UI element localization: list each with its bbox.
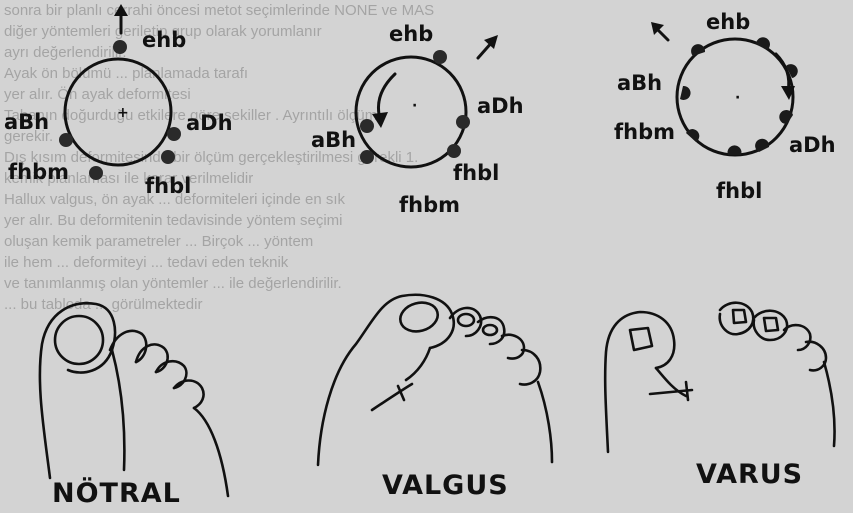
neutral-lateral-edge — [194, 408, 228, 496]
neutral-toenail — [55, 316, 103, 364]
neutral-adh-dot — [167, 127, 181, 141]
varus-ehb-dot — [756, 37, 770, 50]
varus-toe-5 — [806, 342, 826, 371]
valgus-toe-4 — [502, 335, 524, 359]
caption-neutral: NÖTRAL — [52, 476, 181, 509]
valgus-fhbm-dot — [360, 150, 374, 164]
varus-fhbl-dot-2 — [755, 139, 769, 152]
neutral-metatarsal-line — [112, 350, 124, 470]
varus-toenail — [630, 328, 652, 350]
neutral-cross-section: + ehb aBh aDh fhbm fhbl — [4, 4, 233, 198]
caption-valgus: VALGUS — [382, 470, 509, 501]
valgus-abh-dot — [360, 119, 374, 133]
varus-label-adh: aDh — [789, 133, 836, 157]
varus-label-abh: aBh — [617, 71, 662, 95]
neutral-abh-dot — [59, 133, 73, 147]
varus-toe-3 — [754, 311, 787, 340]
valgus-joint-marker — [372, 384, 412, 410]
valgus-label-adh: aDh — [477, 94, 524, 118]
varus-foot-outline — [605, 303, 834, 452]
neutral-big-toe — [40, 303, 115, 478]
neutral-label-abh: aBh — [4, 110, 49, 134]
valgus-fhbl-dot — [447, 144, 461, 158]
neutral-foot-outline — [40, 303, 228, 496]
neutral-fhbl-dot — [161, 150, 175, 164]
valgus-ehb-dot — [433, 50, 447, 64]
valgus-label-abh: aBh — [311, 128, 356, 152]
neutral-label-fhbm: fhbm — [8, 160, 69, 184]
varus-fhbl-dot-1 — [728, 145, 742, 155]
varus-abh-dot — [680, 86, 691, 100]
valgus-cross-section: · ehb aDh aBh fhbl fhbm — [311, 22, 524, 217]
valgus-toenail — [397, 299, 441, 336]
neutral-toe-5 — [174, 381, 204, 409]
valgus-label-ehb: ehb — [389, 22, 433, 46]
valgus-diagonal-arrow — [478, 35, 498, 58]
varus-toe-3-nail — [764, 318, 778, 331]
valgus-rotation-arrow — [372, 74, 395, 128]
varus-toe-2-nail — [733, 310, 746, 323]
neutral-fhbm-dot — [89, 166, 103, 180]
varus-adh-dot — [779, 110, 793, 124]
valgus-center-mark: · — [412, 98, 417, 114]
varus-toe-2 — [720, 303, 753, 335]
varus-center-mark: · — [735, 90, 740, 106]
valgus-toe-2-nail — [458, 314, 474, 326]
varus-label-fhbm: fhbm — [614, 120, 675, 144]
valgus-lateral-edge — [538, 382, 552, 462]
valgus-foot-outline — [318, 295, 552, 465]
neutral-label-fhbl: fhbl — [145, 174, 191, 198]
caption-varus: VARUS — [696, 459, 803, 490]
varus-label-fhbl: fhbl — [716, 179, 762, 203]
valgus-label-fhbm: fhbm — [399, 193, 460, 217]
varus-lateral-edge — [824, 362, 835, 446]
neutral-up-arrow — [114, 4, 128, 33]
valgus-label-fhbl: fhbl — [453, 161, 499, 185]
neutral-toe-4 — [156, 361, 186, 388]
varus-big-toe — [605, 312, 674, 452]
neutral-label-ehb: ehb — [142, 28, 186, 52]
varus-dot-1 — [691, 44, 705, 56]
valgus-toe-3-nail — [483, 325, 497, 335]
neutral-ehb-dot — [113, 40, 127, 54]
valgus-big-toe — [318, 295, 454, 465]
valgus-adh-dot — [456, 115, 470, 129]
varus-label-ehb: ehb — [706, 10, 750, 34]
varus-diagonal-arrow — [651, 22, 668, 40]
varus-cross-section: · ehb aBh fhbm aDh f — [614, 10, 836, 203]
valgus-toe-5 — [520, 350, 540, 385]
neutral-center-mark: + — [117, 105, 129, 121]
varus-fhbm-dot — [686, 129, 699, 142]
valgus-toe-base — [406, 348, 430, 380]
neutral-label-adh: aDh — [186, 111, 233, 135]
